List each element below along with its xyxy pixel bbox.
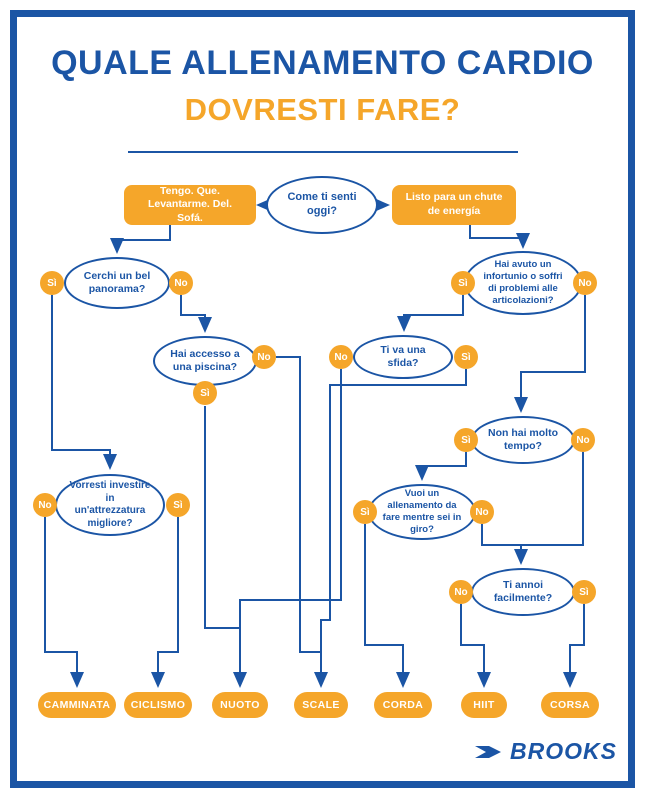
result-corsa: CORSA xyxy=(541,692,599,718)
badge-annoi-si: Sì xyxy=(572,580,596,604)
start-question-label: Come ti senti oggi? xyxy=(287,191,357,217)
start-question: Come ti senti oggi? xyxy=(266,176,378,234)
answer-couch: Tengo. Que. Levantarme. Del. Sofá. xyxy=(124,185,256,225)
question-panorama: Cerchi un bel panorama? xyxy=(64,257,170,309)
result-corda: CORDA xyxy=(374,692,432,718)
question-annoi: Ti annoi facilmente? xyxy=(471,568,575,616)
brooks-logo: BROOKS xyxy=(474,738,617,765)
answer-energy: Listo para un chute de energía xyxy=(392,185,516,225)
question-tempo: Non hai molto tempo? xyxy=(471,416,575,464)
badge-panorama-no: No xyxy=(169,271,193,295)
badge-infortunio-si: Sì xyxy=(451,271,475,295)
question-piscina-label: Hai accesso a una piscina? xyxy=(170,347,240,373)
result-hiit: HIIT xyxy=(461,692,507,718)
question-infortunio-label: Hai avuto un infortunio o soffri di prob… xyxy=(483,259,563,306)
brooks-wordmark: BROOKS xyxy=(510,738,617,764)
badge-attrezzatura-si: Sì xyxy=(166,493,190,517)
result-camminata: CAMMINATA xyxy=(38,692,116,718)
question-annoi-label: Ti annoi facilmente? xyxy=(493,578,553,604)
badge-sfida-si: Sì xyxy=(454,345,478,369)
badge-attrezzatura-no: No xyxy=(33,493,57,517)
badge-giro-si: Sì xyxy=(353,500,377,524)
question-sfida: Ti va una sfida? xyxy=(353,335,453,379)
badge-piscina-no: No xyxy=(252,345,276,369)
question-giro: Vuoi un allenamento da fare mentre sei i… xyxy=(368,484,476,540)
question-piscina: Hai accesso a una piscina? xyxy=(153,336,257,386)
badge-giro-no: No xyxy=(470,500,494,524)
result-scale: SCALE xyxy=(294,692,348,718)
question-attrezzatura-label: Vorresti investire in un'attrezzatura mi… xyxy=(69,480,151,529)
question-tempo-label: Non hai molto tempo? xyxy=(488,426,558,452)
title-line-1: QUALE ALLENAMENTO CARDIO xyxy=(51,44,594,82)
title-line-2: DOVRESTI FARE? xyxy=(184,92,461,127)
question-giro-label: Vuoi un allenamento da fare mentre sei i… xyxy=(382,488,462,535)
brooks-chevron-icon xyxy=(475,745,501,758)
badge-panorama-si: Sì xyxy=(40,271,64,295)
question-attrezzatura: Vorresti investire in un'attrezzatura mi… xyxy=(55,474,165,536)
badge-infortunio-no: No xyxy=(573,271,597,295)
badge-tempo-no: No xyxy=(571,428,595,452)
result-nuoto: NUOTO xyxy=(212,692,268,718)
badge-tempo-si: Sì xyxy=(454,428,478,452)
badge-annoi-no: No xyxy=(449,580,473,604)
title-divider xyxy=(128,151,518,153)
question-infortunio: Hai avuto un infortunio o soffri di prob… xyxy=(464,251,582,315)
answer-couch-label: Tengo. Que. Levantarme. Del. Sofá. xyxy=(147,184,233,224)
badge-sfida-no: No xyxy=(329,345,353,369)
result-ciclismo: CICLISMO xyxy=(124,692,192,718)
badge-piscina-si: Sì xyxy=(193,381,217,405)
question-panorama-label: Cerchi un bel panorama? xyxy=(83,269,151,295)
question-sfida-label: Ti va una sfida? xyxy=(380,343,426,369)
answer-energy-label: Listo para un chute de energía xyxy=(405,191,503,217)
